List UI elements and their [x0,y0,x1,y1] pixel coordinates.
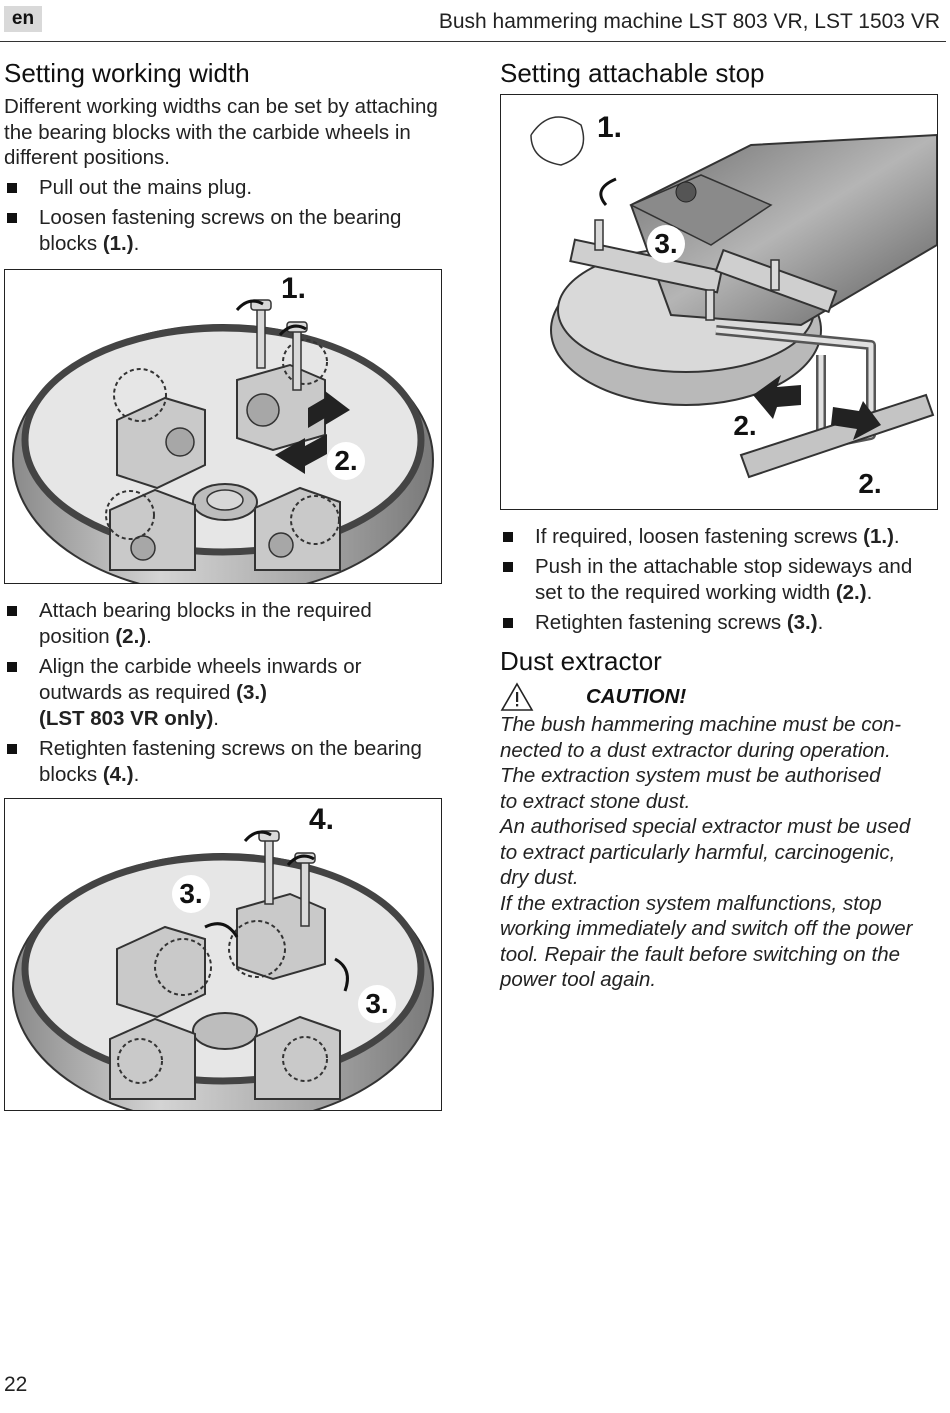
step-item: Attach bearing blocks in the required po… [4,598,444,650]
caution-text: The bush hammering machine must be con- … [500,712,940,993]
step-item: Retighten fastening screws (3.). [500,610,940,636]
page-number: 22 [4,1373,28,1396]
figure-callout-label: 2. [851,465,889,503]
carbide-wheels-illustration [12,829,434,1110]
right-column: Setting attachable stop [500,58,940,993]
caution-label: CAUTION! [586,685,687,708]
document-title: Bush hammering machine LST 803 VR, LST 1… [438,10,940,33]
figure-callout-label: 3. [172,874,210,913]
left-column: Setting working width Different working … [4,58,444,1111]
figure-callout-label: 1. [281,271,307,305]
steps-list-b: Attach bearing blocks in the required po… [4,598,444,788]
figure-bearing-blocks-loosen: 1. 2. [4,268,442,584]
bearing-blocks-illustration [12,298,434,583]
working-width-intro: Different working widths can be set by a… [4,95,438,169]
warning-triangle-icon [500,682,534,711]
steps-list-a: Pull out the mains plug. Loosen fastenin… [4,175,444,257]
step-item: Retighten fastening screws on the bearin… [4,736,444,788]
section-title-attachable-stop: Setting attachable stop [500,58,765,88]
section-title-working-width: Setting working width [4,58,250,88]
figure-callout-label: 2. [726,407,764,445]
language-badge: en [4,6,42,32]
figure-attachable-stop: 1. 3. 2. 2. [500,94,938,510]
step-item: If required, loosen fastening screws (1.… [500,524,940,550]
caution-header: CAUTION! [500,682,940,712]
attachable-stop-illustration [530,116,937,479]
step-item: Pull out the mains plug. [4,175,444,201]
caution-line: working immediately and switch off the p… [500,917,913,940]
step-item: Align the carbide wheels inwards or outw… [4,654,444,732]
caution-line: to extract stone dust. [500,789,691,813]
caution-line: The bush hammering machine must be con- [500,713,902,736]
caution-line: to extract particularly harmful, carcino… [500,840,896,864]
step-item: Push in the attachable stop sideways and… [500,554,940,606]
caution-line: An authorised special extractor must be … [500,815,911,838]
stop-steps-list: If required, loosen fastening screws (1.… [500,524,940,636]
step-item: Loosen fastening screws on the bearing b… [4,205,444,257]
section-title-dust-extractor: Dust extractor [500,646,662,676]
caution-line: dry dust. [500,866,579,889]
header-divider [0,41,946,42]
caution-line: If the extraction system malfunctions, s… [500,891,882,915]
figure-callout-label: 2. [327,441,365,480]
figure-callout-label: 4. [309,802,335,836]
figure-carbide-wheels-align: 4. 3. 3. [4,797,442,1111]
figure-callout-label: 3. [358,984,396,1023]
caution-line: The extraction system must be authorised [500,764,881,787]
figure-callout-label: 1. [597,111,623,144]
caution-line: power tool again. [500,968,657,991]
caution-line: tool. Repair the fault before switching … [500,942,900,966]
caution-line: nected to a dust extractor during operat… [500,738,891,762]
figure-callout-label: 3. [647,225,685,263]
